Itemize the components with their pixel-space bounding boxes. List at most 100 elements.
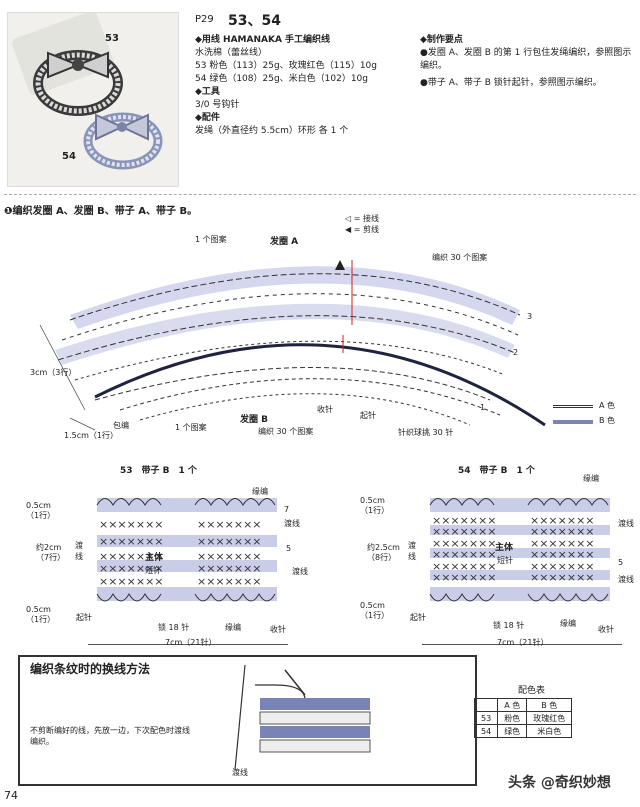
pattern-ref: P29 bbox=[195, 14, 214, 25]
table-cell: 米白色 bbox=[526, 724, 573, 738]
band53-row7: 7 bbox=[284, 505, 290, 514]
join-cut-legend: ◁ = 接线 ◀ = 剪线 bbox=[345, 213, 379, 235]
band54-row5: 5 bbox=[618, 558, 624, 567]
divider bbox=[4, 194, 636, 195]
page-number: 74 bbox=[4, 789, 18, 802]
band53-finish: 收针 bbox=[270, 625, 286, 634]
svg-text:×××××××: ××××××× bbox=[530, 560, 595, 573]
band54-transfer-r2: 渡线 bbox=[618, 575, 634, 584]
photo-label-53: 53 bbox=[105, 33, 119, 44]
table-cell: A 色 bbox=[497, 698, 528, 712]
band53-width: 7cm（21针） bbox=[165, 638, 217, 647]
row-1b: 1 bbox=[480, 403, 486, 412]
band54-finish: 收针 bbox=[598, 625, 614, 634]
legend-a: A 色 bbox=[599, 401, 616, 410]
band53-width-line bbox=[88, 644, 288, 645]
band54-width-line bbox=[422, 644, 622, 645]
band54-bot-h: 0.5cm bbox=[360, 601, 385, 610]
finish-label: 收针 bbox=[317, 405, 333, 414]
band54-bot-r: （1行） bbox=[360, 611, 390, 620]
title-b: 发圈 B bbox=[240, 415, 268, 425]
watermark: 头条 @奇织妙想 bbox=[508, 775, 611, 791]
band53-chain: 锁 18 针 bbox=[158, 623, 190, 632]
band53-body: 主体 bbox=[145, 553, 164, 563]
tools-heading: ◆工具 bbox=[195, 87, 220, 97]
table-cell bbox=[473, 698, 499, 712]
svg-text:×××××××: ××××××× bbox=[197, 518, 262, 531]
title-a: 发圈 A bbox=[270, 237, 299, 247]
band53-top-h: 0.5cm bbox=[26, 501, 51, 510]
band53-top-r: （1行） bbox=[26, 511, 56, 520]
pattern-b: 编织 30 个图案 bbox=[258, 427, 314, 436]
band54-start: 起针 bbox=[410, 613, 426, 622]
band53-edge2: 缘编 bbox=[225, 623, 241, 632]
puff-label: 针织球挑 30 针 bbox=[398, 428, 454, 437]
band54-width: 7cm（21针） bbox=[497, 638, 549, 647]
svg-text:×××××××: ××××××× bbox=[530, 514, 595, 527]
svg-text:×××××××: ××××××× bbox=[432, 525, 497, 538]
row-3: 3 bbox=[527, 312, 533, 321]
svg-text:×××××××: ××××××× bbox=[197, 562, 262, 575]
yarn-heading: ◆用线 HAMANAKA 手工编织线 bbox=[195, 35, 331, 45]
svg-text:×××××××: ××××××× bbox=[432, 514, 497, 527]
svg-text:×××××××: ××××××× bbox=[99, 518, 164, 531]
svg-text:×××××××: ××××××× bbox=[197, 575, 262, 588]
band53-mid-r: （7行） bbox=[36, 553, 66, 562]
color-table-title: 配色表 bbox=[518, 686, 546, 696]
start-label: 起针 bbox=[360, 411, 376, 420]
points-heading: ◆制作要点 bbox=[420, 35, 463, 45]
svg-text:×××××××: ××××××× bbox=[197, 535, 262, 548]
stripe-method-box bbox=[18, 655, 477, 786]
band54-transfer-r: 渡线 bbox=[618, 519, 634, 528]
table-cell: 绿色 bbox=[497, 724, 528, 738]
stripe-title: 编织条纹时的换线方法 bbox=[30, 662, 151, 676]
svg-text:×××××××: ××××××× bbox=[530, 571, 595, 584]
points-block: ◆制作要点 ●发圈 A、发圈 B 的第 1 行包住发绳编织，参照图示编织。 ●带… bbox=[420, 34, 635, 90]
band54-top-r: （1行） bbox=[360, 506, 390, 515]
materials-block: ◆用线 HAMANAKA 手工编织线 水洗棉（蕾丝线） 53 粉色（113）25… bbox=[195, 34, 405, 138]
svg-text:×××××××: ××××××× bbox=[99, 562, 164, 575]
svg-text:×××××××: ××××××× bbox=[197, 550, 262, 563]
parts-heading: ◆配件 bbox=[195, 113, 220, 123]
point-2: ●带子 A、带子 B 锁针起针，参照图示编织。 bbox=[420, 78, 602, 88]
svg-text:×××××××: ××××××× bbox=[99, 575, 164, 588]
band53-bot-h: 0.5cm bbox=[26, 605, 51, 614]
band54-body: 主体 bbox=[495, 543, 514, 553]
table-row: 54 绿色 米白色 bbox=[473, 724, 573, 738]
band53-bot-r: （1行） bbox=[26, 615, 56, 624]
svg-text:×××××××: ××××××× bbox=[432, 571, 497, 584]
svg-text:×××××××: ××××××× bbox=[432, 548, 497, 561]
one-pattern-top: 1 个图案 bbox=[195, 235, 227, 244]
row-2: 2 bbox=[513, 348, 519, 357]
height-15cm: 1.5cm（1行） bbox=[64, 431, 119, 440]
band53-transfer-r: 渡线 bbox=[284, 519, 300, 528]
cut-legend: ◀ = 剪线 bbox=[345, 225, 379, 234]
product-photo bbox=[7, 11, 179, 187]
band54-transfer2: 线 bbox=[408, 552, 416, 561]
table-cell: 53 bbox=[473, 711, 499, 725]
band54-edge: 缘编 bbox=[583, 474, 599, 483]
scrunchie-diagram bbox=[39, 260, 546, 431]
height-3cm: 3cm（3行） bbox=[30, 368, 77, 377]
svg-text:×××××××: ××××××× bbox=[432, 560, 497, 573]
stripe-label: 渡线 bbox=[232, 768, 248, 777]
band53-row5: 5 bbox=[286, 544, 292, 553]
band53-chart: ×××××××××××××× ×××××××××××××× ××××××××××… bbox=[96, 498, 277, 602]
band53-title: 53 带子 B 1 个 bbox=[120, 466, 197, 476]
svg-text:×××××××: ××××××× bbox=[530, 537, 595, 550]
band54-mid-h: 约2.5cm bbox=[367, 543, 400, 552]
band53-short: 短针 bbox=[145, 566, 161, 575]
table-cell: 54 bbox=[473, 724, 499, 738]
one-pattern-bottom: 1 个图案 bbox=[175, 423, 207, 432]
yarn-53: 53 粉色（113）25g、玫瑰红色（115）10g bbox=[195, 61, 378, 71]
color-b-swatch bbox=[553, 420, 593, 424]
band54-mid-r: （8行） bbox=[367, 553, 397, 562]
point-1: ●发圈 A、发圈 B 的第 1 行包住发绳编织，参照图示编织。 bbox=[420, 48, 632, 71]
stripe-text: 不剪断编好的线，先放一边，下次配色时渡线编织。 bbox=[30, 726, 190, 746]
legend-b: B 色 bbox=[599, 416, 616, 425]
svg-text:×××××××: ××××××× bbox=[99, 550, 164, 563]
pattern-a: 编织 30 个图案 bbox=[432, 253, 488, 262]
band53-edge: 缘编 bbox=[252, 487, 268, 496]
band54-chart: ×××××××××××××× ×××××××××××××× ××××××××××… bbox=[429, 498, 610, 602]
band53-transfer2: 线 bbox=[75, 552, 83, 561]
